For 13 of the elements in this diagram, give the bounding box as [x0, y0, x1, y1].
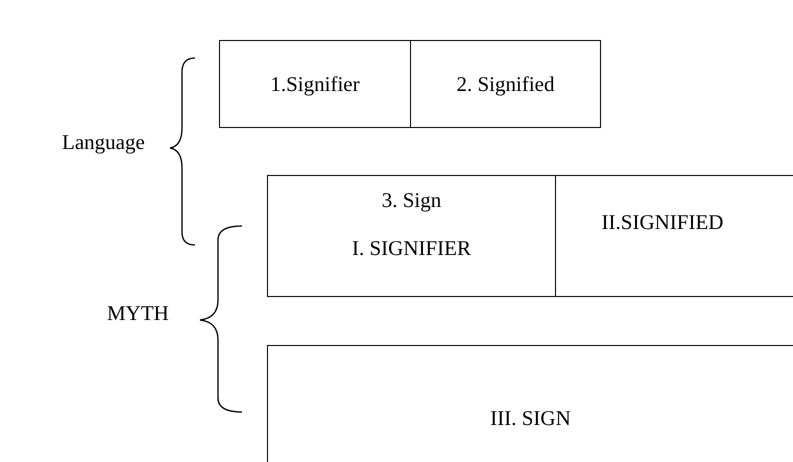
box-text: III. SIGN: [490, 406, 571, 431]
box-text: 3. Sign: [382, 188, 442, 213]
box-text: I. SIGNIFIER: [352, 236, 471, 261]
sign-signifier-box: [267, 175, 556, 297]
box-text: II.SIGNIFIED: [602, 210, 724, 235]
signifier-box: [219, 40, 411, 128]
signified-box: [410, 40, 601, 128]
box-text: 2. Signified: [456, 72, 554, 97]
signified-box: [555, 175, 793, 297]
level-label: MYTH: [107, 301, 169, 326]
sign-box: [267, 345, 793, 462]
level-label: Language: [62, 130, 145, 155]
box-text: 1.Signifier: [270, 72, 360, 97]
